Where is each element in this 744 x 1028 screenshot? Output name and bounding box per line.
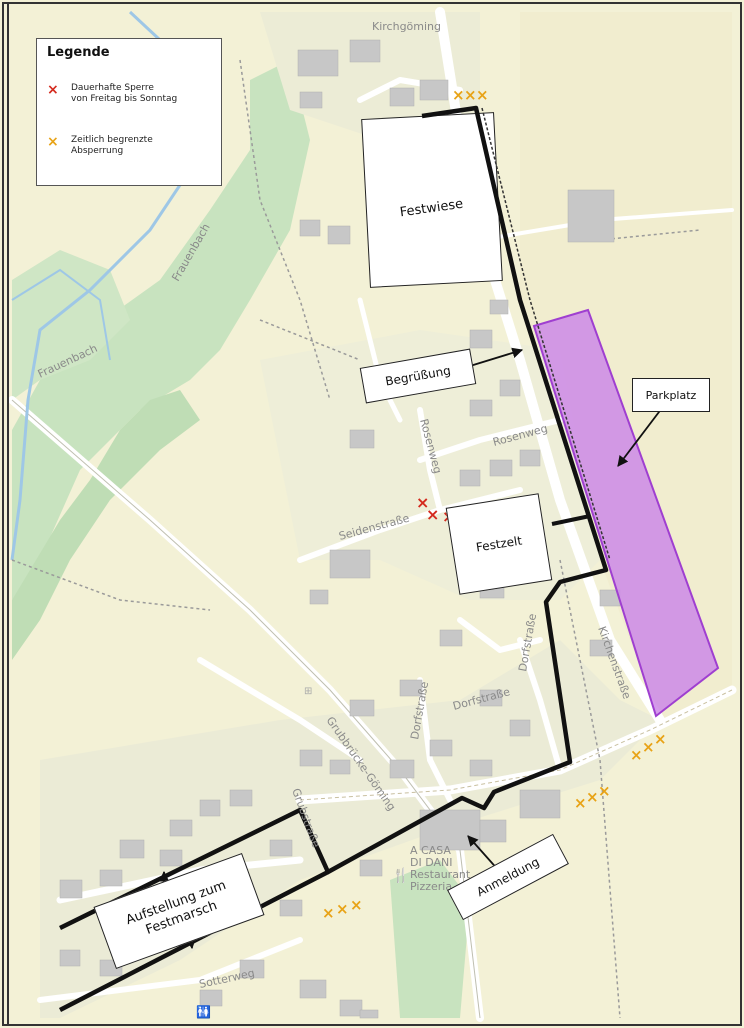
restaurant-icon: 🍴 [392,867,409,884]
closure-mark-red: × [416,493,429,512]
closure-mark-orange: × [322,904,335,922]
parkplatz-label: Parkplatz [645,388,697,402]
legend-text-line: Dauerhafte Sperre [71,83,154,93]
closure-mark-orange: × [350,896,363,914]
road-edge [299,689,733,801]
begruessung-arrow [469,347,524,367]
field-area [520,12,732,720]
restaurant-name-4: Pizzeria [410,880,452,893]
parkplatz-callout: Parkplatz [632,378,710,412]
closure-mark-orange: × [598,782,611,800]
map-symbol: ⊞ [304,686,312,697]
parkplatz-arrow [617,407,663,467]
legend-text-line: Absperrung [71,146,124,156]
forest-area [390,860,470,1018]
festzelt-connector [551,514,591,526]
footpaths [11,59,701,1019]
stream [11,268,111,361]
begruessung-label: Begrüßung [384,363,452,389]
closure-mark-orange: × [464,86,477,104]
forest-area [12,60,310,600]
temporary-closure-markers: × × × × × × × × × × × × [322,86,667,922]
map-legend: Legende × Dauerhafte Sperre von Freitag … [36,38,222,186]
closure-mark-orange: × [476,86,489,104]
closure-mark-orange: × [630,746,643,764]
legend-item-temporary: × Zeitlich begrenzte Absperrung [47,135,153,157]
restaurant-name-1: A CASA [410,844,451,857]
legend-text-line: von Freitag bis Sonntag [71,94,178,104]
buildings [59,39,621,1019]
legend-item-permanent: × Dauerhafte Sperre von Freitag bis Sonn… [47,83,177,105]
map-frame-left-rule [7,2,9,1026]
festzelt-callout: Festzelt [445,493,553,595]
closure-mark-orange: × [336,900,349,918]
restaurant-name-3: Restaurant [410,868,471,881]
closure-mark-orange: × [654,730,667,748]
closure-mark-orange: × [574,794,587,812]
legend-text-line: Zeitlich begrenzte [71,135,153,145]
close-icon: × [47,82,59,98]
toilet-icon: 🚻 [196,1005,211,1019]
parking-area [532,308,720,718]
closure-mark-orange: × [642,738,655,756]
route-dashed-edge [481,107,611,561]
forest-area [12,390,200,660]
place-label-kirchgoming: Kirchgöming [372,20,441,33]
closure-mark-orange: × [586,788,599,806]
restaurant-name-2: DI DANI [410,856,453,869]
close-icon: × [47,134,59,150]
closure-mark-orange: × [452,86,465,104]
forest-area [12,250,130,400]
closure-mark-red: × [426,505,439,524]
festzelt-label: Festzelt [475,533,523,555]
legend-title: Legende [47,45,110,60]
